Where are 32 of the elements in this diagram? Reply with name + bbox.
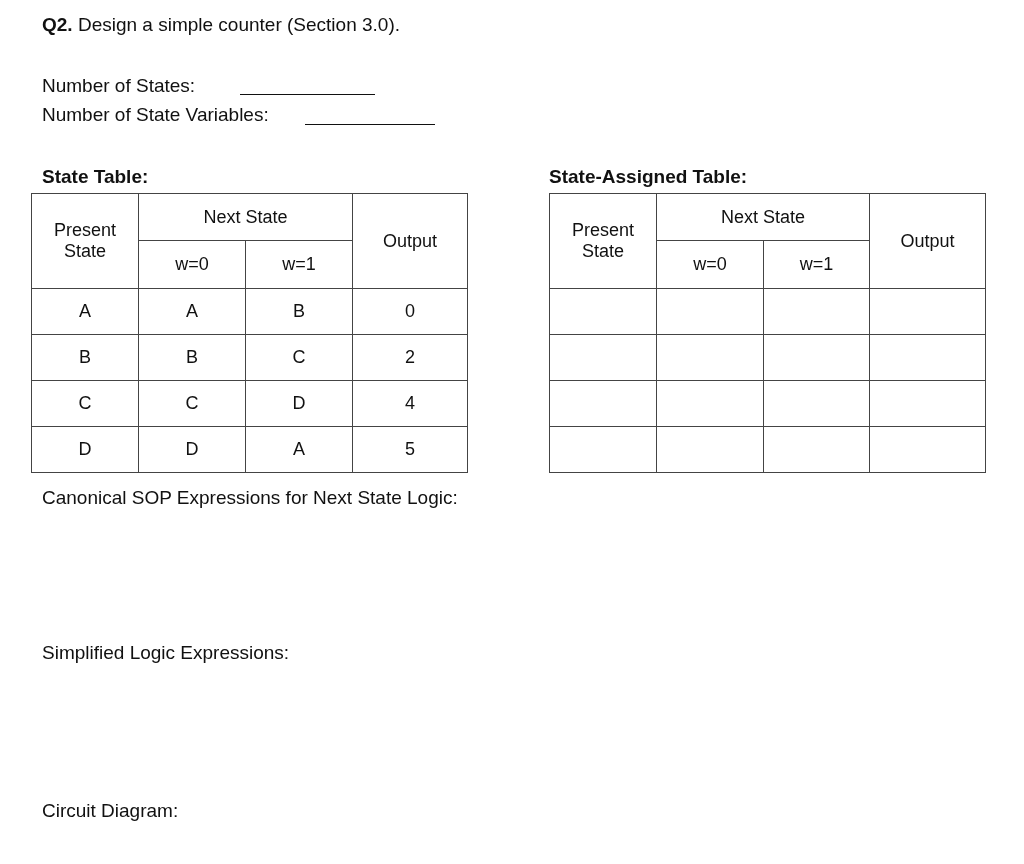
table-cell: B — [31, 334, 139, 381]
field-label: Number of States: — [42, 75, 196, 97]
table-title: State Table: — [42, 166, 149, 188]
table-cell: C — [245, 334, 353, 381]
header-cell: Present State — [549, 193, 657, 289]
section-heading: Canonical SOP Expressions for Next State Logic: — [42, 487, 458, 509]
question-title: Q2. Design a simple counter (Section 3.0). — [42, 14, 400, 36]
table-cell: C — [138, 380, 246, 427]
table-title: State-Assigned Table: — [549, 166, 748, 188]
table-cell: D — [245, 380, 353, 427]
table-cell: A — [245, 426, 353, 473]
header-cell: Next State — [138, 193, 353, 241]
table-cell: 4 — [352, 380, 468, 427]
table-cell: 2 — [352, 334, 468, 381]
header-cell: Output — [869, 193, 986, 289]
table-cell: A — [138, 288, 246, 335]
header-cell: Next State — [656, 193, 870, 241]
table-cell: D — [138, 426, 246, 473]
header-cell: Output — [352, 193, 468, 289]
header-cell: Present State — [31, 193, 139, 289]
header-cell: w=0 — [138, 240, 246, 289]
table-cell: 0 — [352, 288, 468, 335]
table-cell: 5 — [352, 426, 468, 473]
table-cell: B — [138, 334, 246, 381]
field-label: Number of State Variables: — [42, 104, 269, 126]
table-cell: A — [31, 288, 139, 335]
section-heading: Simplified Logic Expressions: — [42, 642, 290, 664]
table-cell: D — [31, 426, 139, 473]
header-cell: w=0 — [656, 240, 764, 289]
section-heading: Circuit Diagram: — [42, 800, 179, 822]
table-cell: B — [245, 288, 353, 335]
table-cell: C — [31, 380, 139, 427]
